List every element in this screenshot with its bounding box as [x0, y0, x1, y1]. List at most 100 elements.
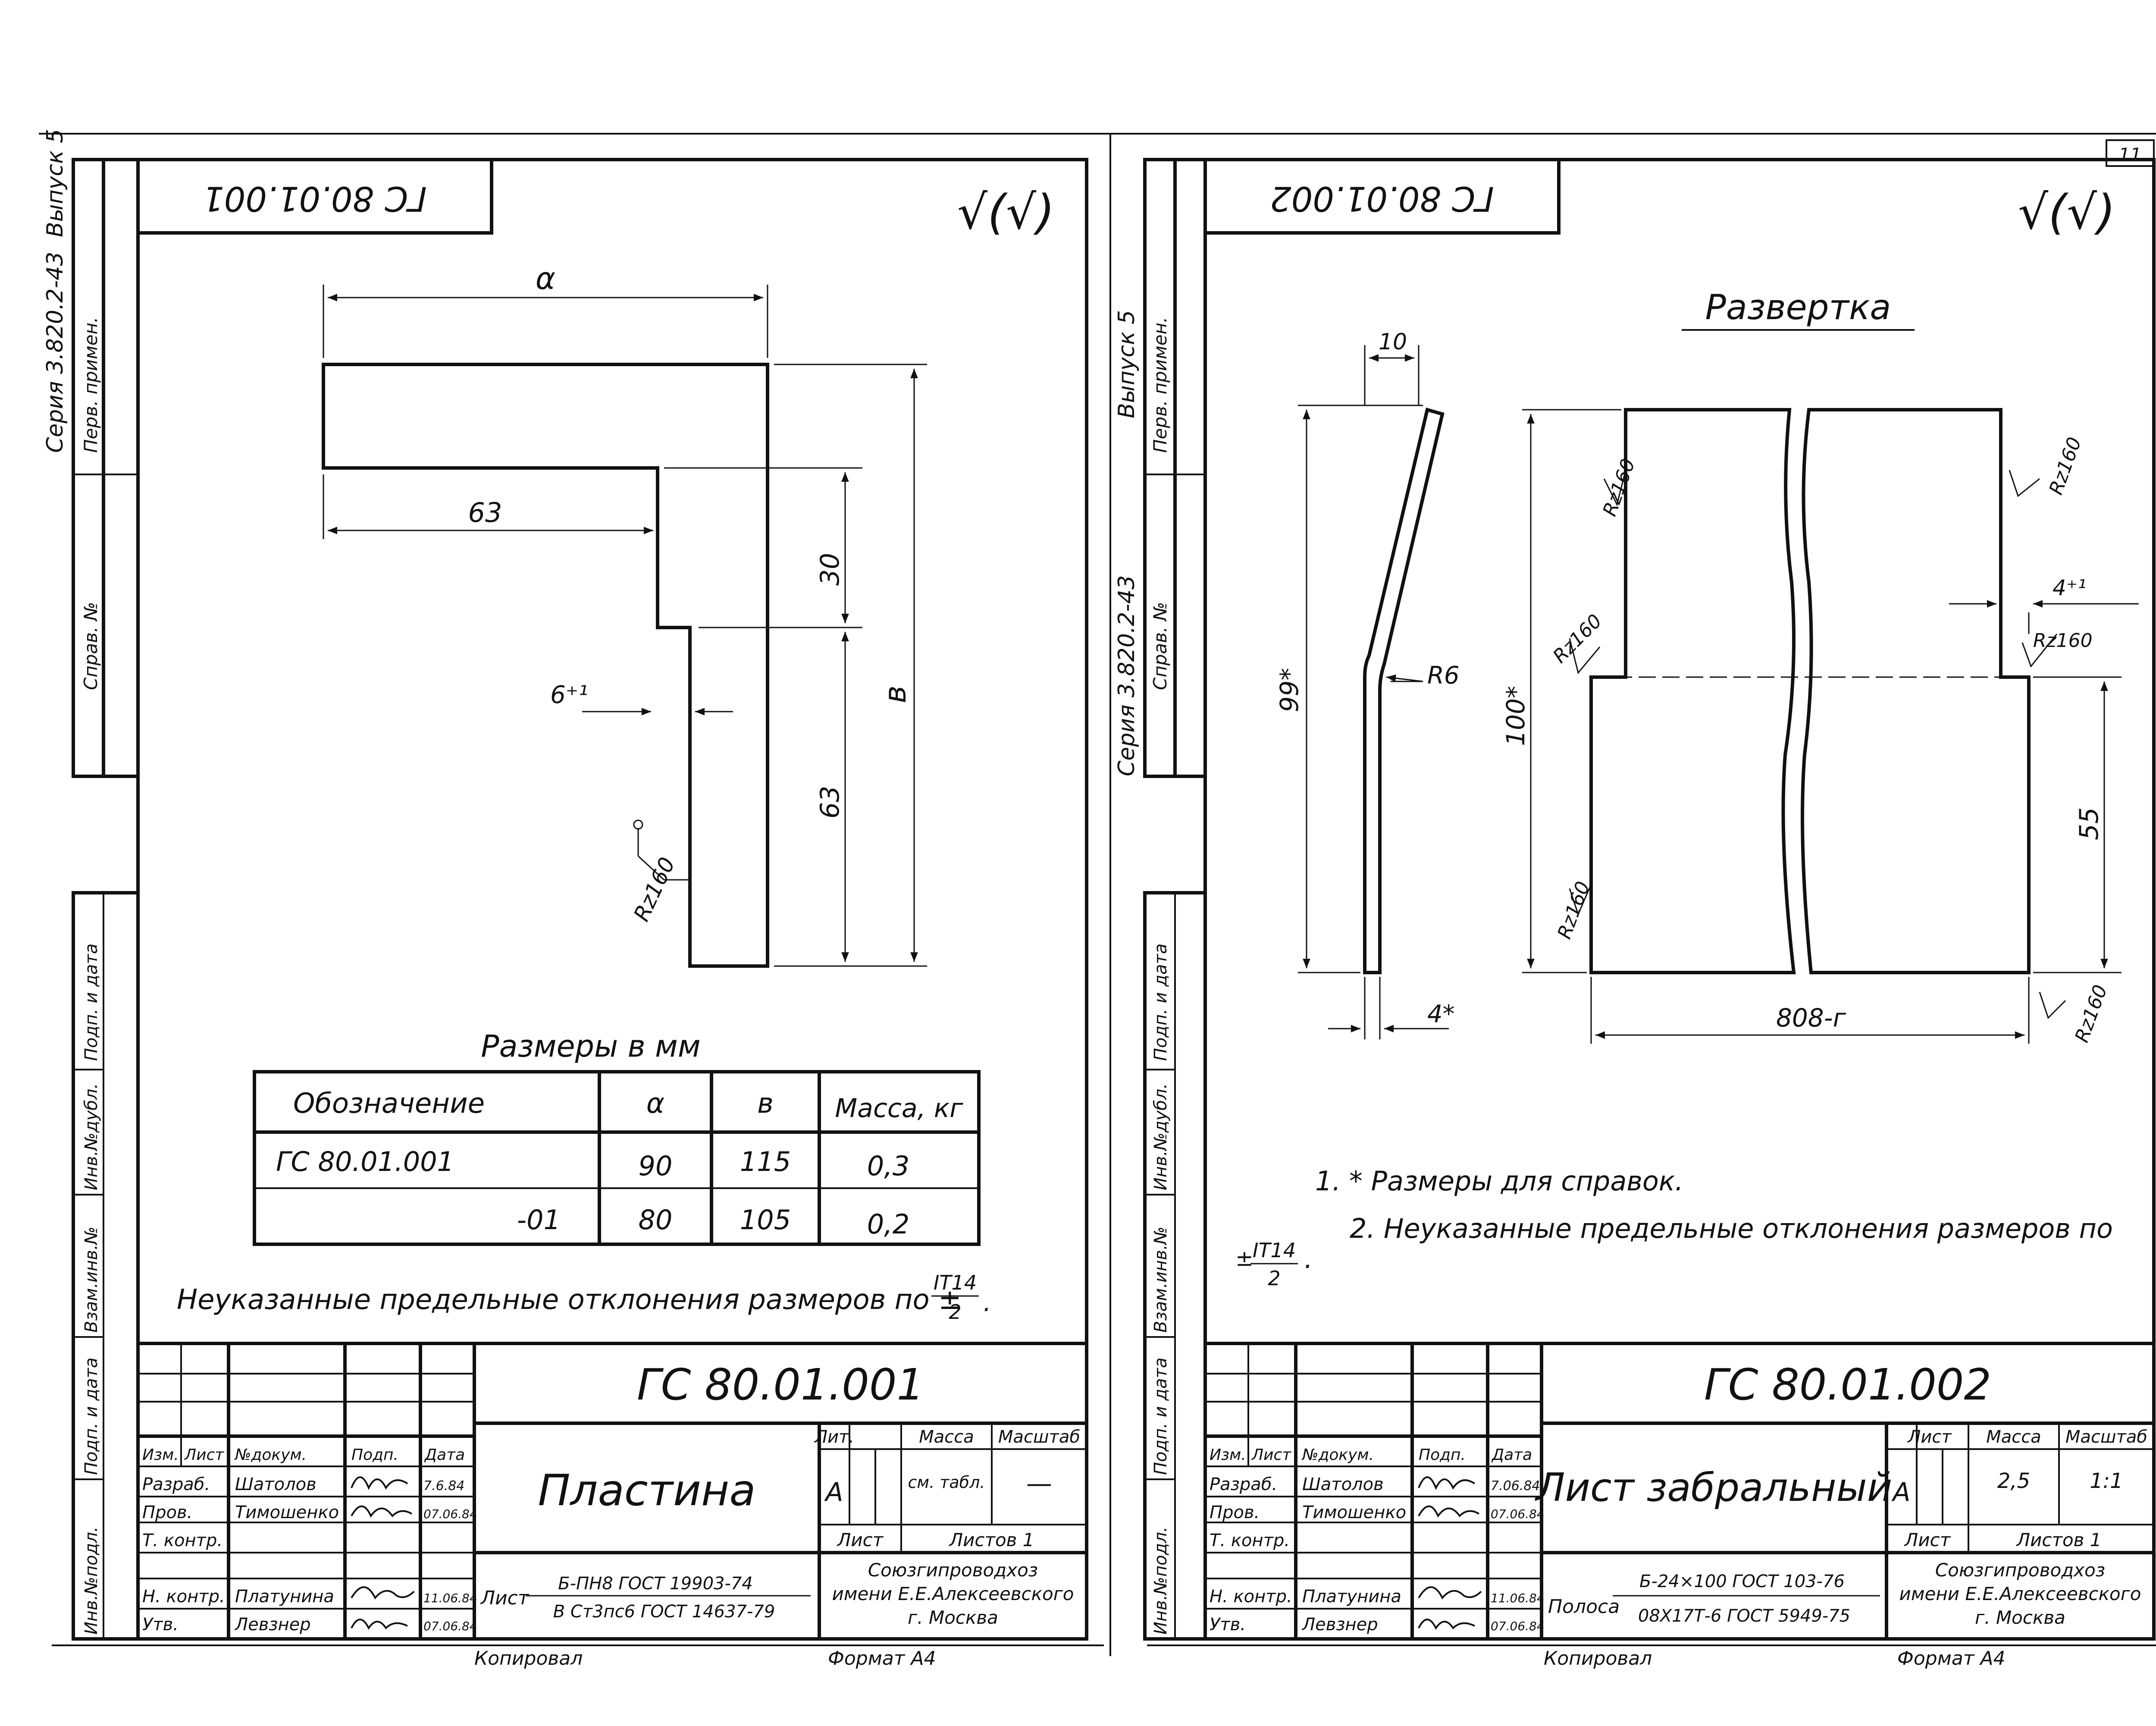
right-issue-label: Выпуск 5: [1114, 310, 1140, 418]
right-org-line3: г. Москва: [1975, 1607, 2065, 1628]
right-rz-2: Rz160: [2045, 434, 2086, 498]
right-date-razrab: 7.06.84: [1491, 1478, 1540, 1494]
right-dim-4p: 4⁺¹: [2053, 575, 2086, 600]
left-margin-inv-orig: Инв.№подл.: [81, 1526, 101, 1635]
left-issue-label: Выпуск 5: [42, 129, 68, 237]
left-mass-value: см. табл.: [908, 1473, 985, 1492]
right-signature-utv: [1418, 1619, 1475, 1630]
right-col-list: Лист: [1251, 1446, 1291, 1464]
left-stamp-code: ГС 80.01.001: [203, 179, 427, 218]
right-dim-4: 4*: [1427, 1000, 1455, 1028]
right-mass-label: Масса: [1986, 1427, 2041, 1447]
right-date-utv: 07.06.84: [1491, 1619, 1545, 1633]
right-title-name: Лист забральный: [1535, 1465, 1892, 1510]
left-signature-nkontr: [351, 1586, 415, 1600]
left-scale-value: —: [1026, 1469, 1052, 1499]
right-lit-label: Лист: [1907, 1427, 1952, 1447]
left-table-title: Размеры в мм: [481, 1029, 700, 1064]
right-scale-label: Масштаб: [2065, 1427, 2147, 1447]
right-rz-3: Rz160: [1549, 610, 1606, 667]
left-margin-inv-dup: Инв.№дубл.: [81, 1083, 101, 1190]
left-margin-sign-date-1: Подп. и дата: [81, 944, 101, 1061]
right-material-line2: 08Х17Т-6 ГОСТ 5949-75: [1638, 1606, 1850, 1626]
left-format-label: Формат А4: [828, 1648, 936, 1670]
left-lit-label: Лит.: [814, 1427, 854, 1447]
right-note-2-frac-prefix: ±: [1235, 1246, 1253, 1271]
left-sheet: Серия 3.820.2-43 Выпуск 5 Перв. примен. …: [42, 129, 1088, 1670]
right-stamp-code: ГС 80.01.002: [1270, 179, 1494, 218]
right-rz-5: Rz160: [1553, 879, 1594, 942]
right-margin-inv-dup: Инв.№дубл.: [1151, 1083, 1171, 1190]
left-row-utv: Утв.: [142, 1615, 179, 1635]
left-margin-sign-date-2: Подп. и дата: [81, 1358, 101, 1475]
left-name-prov: Тимошенко: [235, 1503, 339, 1522]
right-sheet-label: Лист: [1904, 1529, 1951, 1550]
left-dim-30: 30: [815, 553, 845, 586]
right-heading: Развертка: [1705, 287, 1891, 327]
right-org-line1: Союзгипроводхоз: [1935, 1560, 2105, 1581]
left-row-prov: Пров.: [142, 1503, 192, 1522]
right-col-doc: №докум.: [1301, 1446, 1374, 1464]
left-row2-b: 105: [740, 1204, 791, 1236]
right-note-2: 2. Неуказанные предельные отклонения раз…: [1350, 1213, 2113, 1244]
right-title-block: Изм. Лист №докум. Подп. Дата Разраб. Шат…: [1205, 1342, 2154, 1639]
right-rz-4: Rz160: [2033, 630, 2093, 652]
right-frame: [1203, 158, 2156, 1641]
left-margin-strip-bottom: [72, 891, 140, 1641]
right-profile-outline: [1363, 408, 1445, 974]
left-material-line1: Б-ПН8 ГОСТ 19903-74: [558, 1574, 753, 1594]
left-dim-6: 6⁺¹: [550, 681, 588, 709]
left-row-tkontr: Т. контр.: [142, 1531, 222, 1550]
page-number: 11: [2118, 144, 2141, 165]
right-margin-ref-no: Справ. №: [1150, 602, 1171, 690]
right-row-prov: Пров.: [1210, 1503, 1260, 1522]
left-row1-designation: ГС 80.01.001: [276, 1146, 454, 1177]
left-series-label: Серия 3.820.2-43: [42, 252, 68, 453]
right-note-2-end: .: [1304, 1244, 1313, 1274]
right-name-utv: Левзнер: [1301, 1615, 1378, 1635]
left-dim-63-right: 63: [815, 786, 845, 819]
left-th-mass: Масса, кг: [835, 1093, 963, 1123]
left-col-date: Дата: [424, 1446, 465, 1464]
right-material-prefix: Полоса: [1548, 1596, 1620, 1618]
left-col-izm: Изм.: [142, 1446, 179, 1464]
right-copied-label: Копировал: [1544, 1648, 1652, 1670]
right-row-razrab: Разраб.: [1210, 1475, 1277, 1494]
right-col-date: Дата: [1491, 1446, 1532, 1464]
left-mass-label: Масса: [919, 1427, 974, 1447]
right-sheet: Серия 3.820.2-43 Выпуск 5 Перв. примен. …: [1114, 158, 2156, 1670]
right-note-2-frac-num: IT14: [1253, 1239, 1296, 1262]
left-note-text: Неуказанные предельные отклонения размер…: [177, 1284, 962, 1316]
right-dim-r6: R6: [1427, 662, 1460, 690]
right-signature-prov: [1418, 1505, 1480, 1518]
left-sheets-label: Листов 1: [949, 1529, 1034, 1550]
right-margin-sign-date-1: Подп. и дата: [1151, 944, 1171, 1061]
right-roughness-mark: √(√): [2018, 185, 2115, 240]
right-date-nkontr: 11.06.84: [1491, 1591, 1545, 1605]
right-format-label: Формат А4: [1897, 1648, 2006, 1670]
left-th-designation: Обозначение: [293, 1088, 485, 1120]
right-row-nkontr: Н. контр.: [1210, 1587, 1292, 1607]
right-rz-1: Rz160: [1598, 456, 1639, 519]
left-col-doc: №докум.: [234, 1446, 307, 1464]
left-row1-a: 90: [639, 1150, 673, 1182]
right-signature-nkontr: [1418, 1586, 1482, 1600]
right-margin-sign-date-2: Подп. и дата: [1151, 1358, 1171, 1475]
left-scale-label: Масштаб: [998, 1427, 1080, 1447]
left-org-line3: г. Москва: [908, 1607, 998, 1628]
right-name-prov: Тимошенко: [1302, 1503, 1406, 1522]
right-title-code: ГС 80.01.002: [1704, 1359, 1991, 1410]
left-rz-mark: Rz160: [629, 854, 680, 925]
left-stamp-box: [136, 158, 493, 235]
left-frame: [136, 158, 1088, 1641]
left-col-sign: Подп.: [351, 1446, 398, 1464]
left-dim-b: в: [877, 685, 913, 703]
left-col-list: Лист: [184, 1446, 224, 1464]
right-rz-6: Rz160: [2071, 982, 2112, 1045]
right-signature-razrab: [1418, 1476, 1476, 1490]
left-signature-utv: [351, 1619, 408, 1630]
left-part-outline: [322, 363, 769, 968]
right-margin-replace-inv: Взам.инв.№: [1151, 1227, 1171, 1333]
left-lit-value: А: [824, 1477, 843, 1507]
